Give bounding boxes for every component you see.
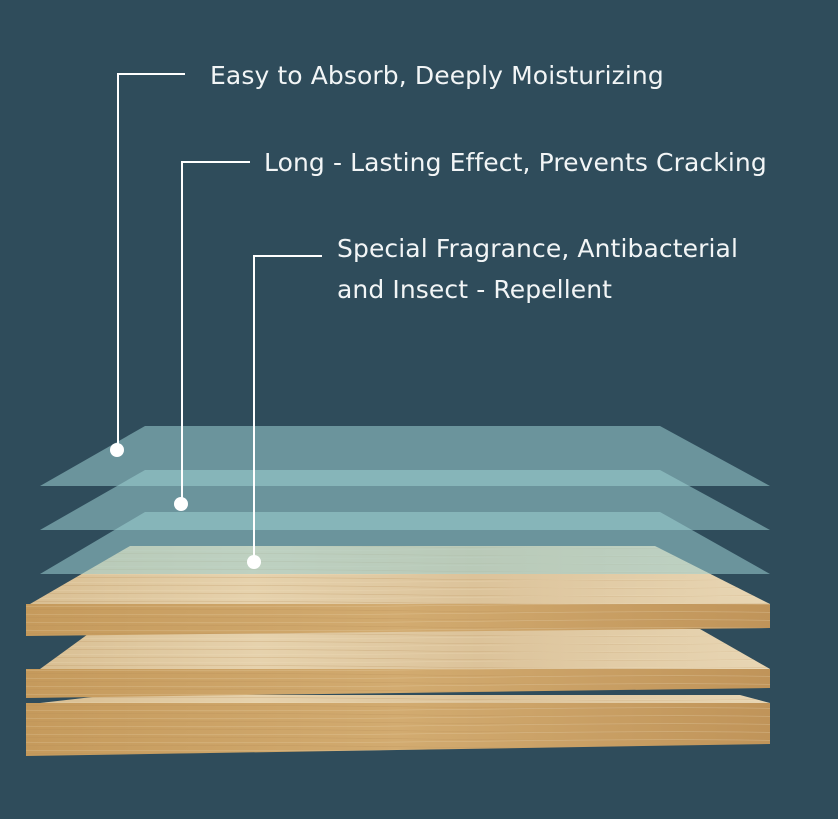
- film-layer-1: [40, 426, 770, 486]
- callout-fragrance-line-1: Special Fragrance, Antibacterial: [337, 234, 739, 263]
- leader-line-2: [181, 161, 250, 504]
- wood-board-3: [26, 695, 770, 756]
- leader-dot-3: [247, 555, 261, 569]
- callout-fragrance: Special Fragrance, Antibacterial and Ins…: [337, 228, 738, 310]
- callout-long-lasting-line-1: Long - Lasting Effect, Prevents Cracking: [264, 148, 767, 177]
- leader-dot-2: [174, 497, 188, 511]
- leader-line-3: [253, 255, 322, 562]
- leader-line-1: [117, 73, 185, 450]
- callout-absorb-line-1: Easy to Absorb, Deeply Moisturizing: [210, 61, 664, 90]
- callout-long-lasting: Long - Lasting Effect, Prevents Cracking: [264, 142, 767, 183]
- wood-board-2: [26, 629, 770, 698]
- leader-dot-1: [110, 443, 124, 457]
- callout-fragrance-line-2: and Insect - Repellent: [337, 275, 613, 304]
- callout-absorb: Easy to Absorb, Deeply Moisturizing: [210, 55, 664, 96]
